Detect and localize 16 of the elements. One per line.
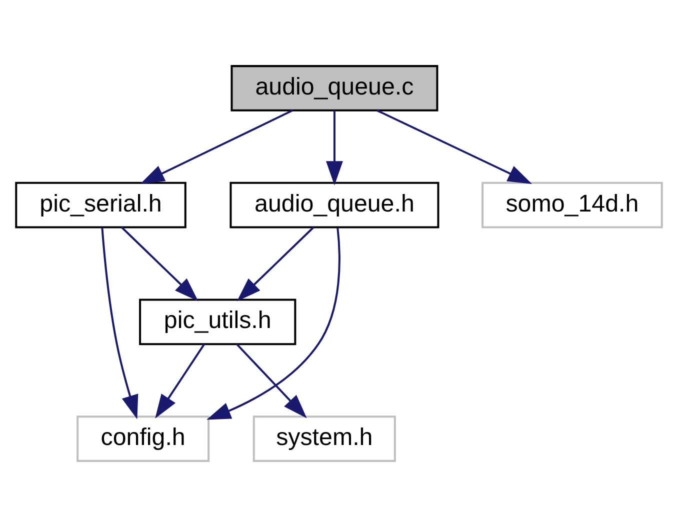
arrow <box>206 228 340 420</box>
node-box: pic_serial.h <box>15 182 186 228</box>
arrow <box>236 343 307 418</box>
node-box: config.h <box>76 416 210 462</box>
arrow <box>236 226 314 302</box>
arrow <box>101 228 138 420</box>
node-box: system.h <box>252 416 396 462</box>
arrow <box>155 344 206 419</box>
arrow <box>326 110 343 186</box>
node-box: pic_utils.h <box>139 298 296 346</box>
node-box: audio_queue.h <box>230 182 440 228</box>
arrow <box>120 226 198 302</box>
node-box: audio_queue.c <box>230 65 438 112</box>
node-box: somo_14d.h <box>482 182 663 228</box>
arrow <box>376 110 532 184</box>
arrow <box>140 110 294 184</box>
